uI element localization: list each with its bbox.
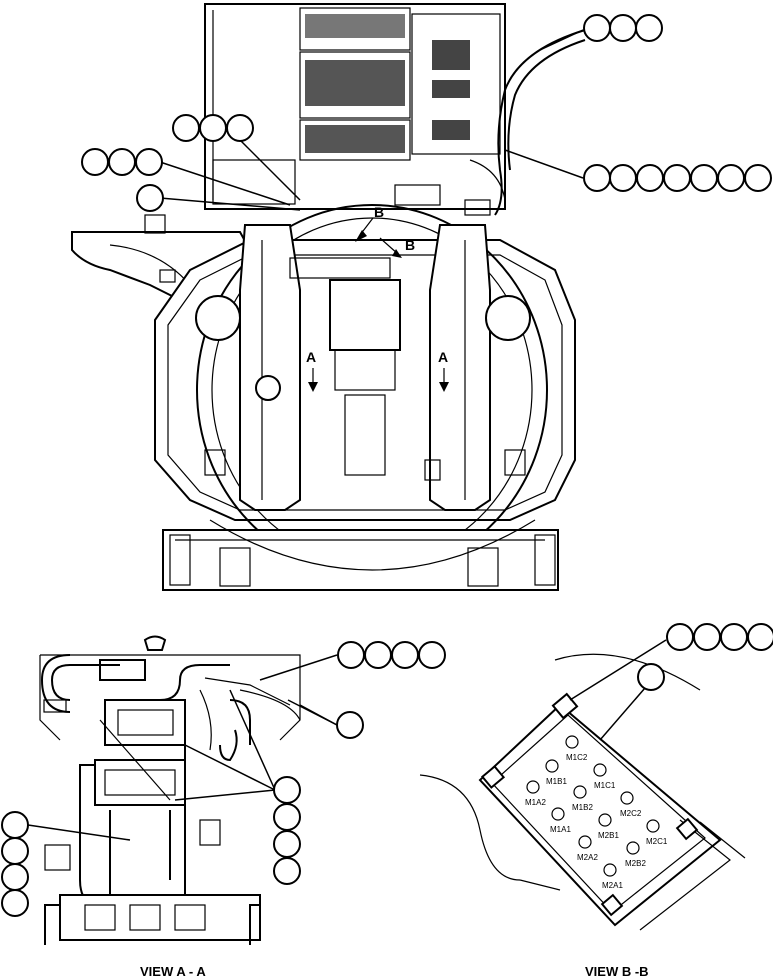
main-leaders — [159, 29, 584, 211]
port-m1b1: M1B1 — [546, 777, 567, 786]
section-arrows — [308, 217, 449, 392]
callout-group-view-b-top — [666, 623, 773, 651]
view-b-b — [419, 653, 746, 931]
port-m1c2: M1C2 — [566, 753, 588, 762]
callout-stack-view-a-right — [273, 776, 301, 885]
callout-single-view-a-right — [336, 711, 364, 739]
port-m2c1: M2C1 — [646, 837, 668, 846]
port-m2b2: M2B2 — [625, 859, 646, 868]
callout-single-left — [136, 184, 164, 212]
view-a-leaders — [27, 654, 338, 841]
section-marker-b-bottom: B — [405, 237, 415, 253]
view-a-a — [39, 635, 301, 945]
port-m2a1: M2A1 — [602, 881, 623, 890]
port-m1c1: M1C1 — [594, 781, 616, 790]
callout-single-view-b — [637, 663, 665, 691]
view-b-b-label: VIEW B -B — [585, 964, 649, 978]
port-m2c2: M2C2 — [620, 809, 642, 818]
callout-group-top-right — [583, 14, 663, 42]
main-assembly-view — [71, 3, 586, 591]
callout-group-left-upper — [172, 114, 254, 142]
section-marker-b-top: B — [374, 204, 384, 220]
port-m2b1: M2B1 — [598, 831, 619, 840]
port-m2a2: M2A2 — [577, 853, 598, 862]
port-m1a2: M1A2 — [525, 798, 546, 807]
callout-group-left-middle — [81, 148, 163, 176]
view-b-leaders — [569, 639, 667, 741]
view-a-a-label: VIEW A - A — [140, 964, 206, 978]
port-m1b2: M1B2 — [572, 803, 593, 812]
section-marker-a-right: A — [438, 349, 448, 365]
port-m1a1: M1A1 — [550, 825, 571, 834]
callout-stack-view-a-left — [1, 811, 29, 917]
callout-group-view-a-top — [337, 641, 446, 669]
callout-group-right-long — [583, 164, 772, 192]
section-marker-a-left: A — [306, 349, 316, 365]
